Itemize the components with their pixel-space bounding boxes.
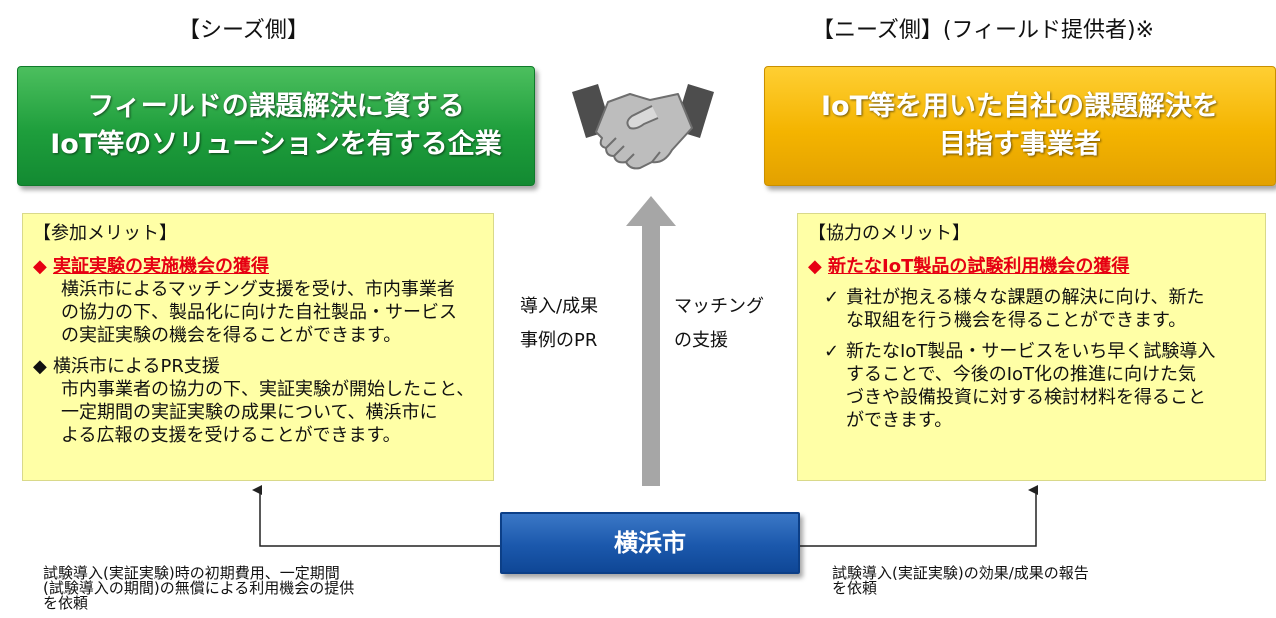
needs-check1-line2: な取組を行う機会を得ることができます。 — [846, 310, 1187, 331]
pr-line1: 導入/成果 — [520, 296, 599, 317]
seeds-item1-line3: の実証実験の機会を得ることができます。 — [61, 325, 402, 346]
needs-check1-line1: 貴社が抱える様々な課題の解決に向け、新た — [846, 287, 1205, 308]
left-note-line1: 試験導入(実証実験)時の初期費用、一定期間 — [43, 564, 340, 582]
pr-line2: 事例のPR — [520, 330, 598, 351]
seeds-item2-heading: ◆ 横浜市によるPR支援 — [33, 355, 483, 378]
matching-line1: マッチング — [674, 296, 764, 317]
seeds-merit-heading: 【参加メリット】 — [33, 223, 177, 244]
check-mark-icon: ✓ — [824, 287, 840, 308]
handshake-icon — [572, 84, 714, 170]
left-note-line3: を依頼 — [43, 594, 89, 612]
needs-item1-title: 新たなIoT製品の試験利用機会の獲得 — [828, 256, 1130, 277]
matching-support-label: マッチング の支援 — [674, 290, 764, 358]
right-note-line2: を依頼 — [832, 579, 878, 597]
check-mark-icon: ✓ — [824, 341, 840, 362]
seeds-box-line1: フィールドの課題解決に資する — [87, 91, 465, 122]
seeds-item1-line1: 横浜市によるマッチング支援を受け、市内事業者 — [61, 279, 455, 300]
seeds-item2-line3: よる広報の支援を受けることができます。 — [61, 425, 401, 446]
seeds-item2-line1: 市内事業者の協力の下、実証実験が開始したこと、 — [61, 379, 475, 400]
needs-box-line2: 目指す事業者 — [939, 129, 1101, 160]
needs-check2-line3: づきや設備投資に対する検討材料を得ること — [846, 387, 1206, 408]
diamond-bullet-icon: ◆ — [808, 256, 822, 277]
diamond-bullet-icon: ◆ — [33, 356, 47, 377]
needs-check2-line4: ができます。 — [846, 410, 953, 431]
needs-check2-line2: することで、今後のIoT化の推進に向けた気 — [846, 364, 1197, 385]
needs-merit-box: 【協力のメリット】 ◆ 新たなIoT製品の試験利用機会の獲得 ✓ 貴社が抱える様… — [797, 213, 1266, 481]
seeds-side-title: 【シーズ側】 — [178, 18, 309, 43]
seeds-item2-body: 市内事業者の協力の下、実証実験が開始したこと、 一定期間の実証実験の成果について… — [33, 378, 483, 447]
seeds-item1-body: 横浜市によるマッチング支援を受け、市内事業者 の協力の下、製品化に向けた自社製品… — [33, 278, 483, 347]
diamond-bullet-icon: ◆ — [33, 256, 47, 277]
needs-side-title: 【ニーズ側】(フィールド提供者)※ — [812, 18, 1155, 43]
right-connector-arrow — [800, 485, 1038, 547]
pr-support-label: 導入/成果 事例のPR — [520, 290, 598, 358]
needs-box-line1: IoT等を用いた自社の課題解決を — [820, 91, 1219, 122]
upward-gray-arrow — [626, 196, 676, 486]
seeds-company-box: フィールドの課題解決に資する IoT等のソリューションを有する企業 — [17, 66, 535, 186]
needs-merit-heading: 【協力のメリット】 — [808, 223, 970, 244]
matching-line2: の支援 — [674, 330, 728, 351]
left-note-line2: (試験導入の期間)の無償による利用機会の提供 — [43, 579, 355, 597]
needs-item1-heading: ◆ 新たなIoT製品の試験利用機会の獲得 — [808, 255, 1255, 278]
needs-check-item-2: ✓ 新たなIoT製品・サービスをいち早く試験導入 することで、今後のIoT化の推… — [808, 340, 1255, 432]
seeds-item2-line2: 一定期間の実証実験の成果について、横浜市に — [61, 402, 438, 423]
seeds-merit-box: 【参加メリット】 ◆ 実証実験の実施機会の獲得 横浜市によるマッチング支援を受け… — [22, 213, 494, 481]
needs-check2-line1: 新たなIoT製品・サービスをいち早く試験導入 — [846, 341, 1216, 362]
seeds-item2-title: 横浜市によるPR支援 — [53, 356, 220, 377]
right-request-note: 試験導入(実証実験)の効果/成果の報告 を依頼 — [832, 566, 1212, 596]
yokohama-city-box: 横浜市 — [500, 512, 800, 574]
needs-company-box: IoT等を用いた自社の課題解決を 目指す事業者 — [764, 66, 1276, 186]
needs-check-item-1: ✓ 貴社が抱える様々な課題の解決に向け、新た な取組を行う機会を得ることができま… — [808, 286, 1255, 332]
seeds-item1-title: 実証実験の実施機会の獲得 — [53, 256, 269, 277]
left-request-note: 試験導入(実証実験)時の初期費用、一定期間 (試験導入の期間)の無償による利用機… — [43, 566, 473, 611]
seeds-item1-line2: の協力の下、製品化に向けた自社製品・サービス — [61, 302, 457, 323]
seeds-box-line2: IoT等のソリューションを有する企業 — [50, 129, 502, 160]
right-note-line1: 試験導入(実証実験)の効果/成果の報告 — [832, 564, 1089, 582]
seeds-item1-heading: ◆ 実証実験の実施機会の獲得 — [33, 255, 483, 278]
left-connector-arrow — [252, 485, 500, 547]
